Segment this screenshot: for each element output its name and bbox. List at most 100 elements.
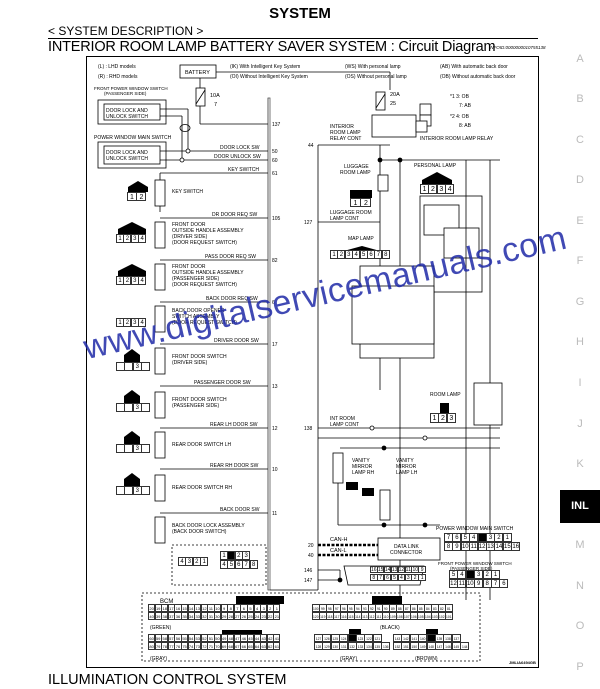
side-tab-m[interactable]: M bbox=[575, 539, 585, 551]
fds-pass-label: FRONT DOOR SWITCH(PASSENGER SIDE) bbox=[172, 397, 227, 409]
fpws-conn-label: FRONT POWER WINDOW SWITCH(PASSENGER SIDE… bbox=[438, 561, 512, 571]
side-tab-a[interactable]: A bbox=[576, 53, 584, 65]
term-147: 147 bbox=[304, 578, 313, 584]
side-tab-e[interactable]: E bbox=[576, 215, 584, 227]
sig-back-door-req: BACK DOOR REQ SW bbox=[206, 296, 258, 302]
side-tab-f[interactable]: F bbox=[576, 255, 584, 267]
side-tab-b[interactable]: B bbox=[576, 93, 584, 105]
sig-door-unlock: DOOR UNLOCK SW bbox=[214, 154, 261, 160]
term-6: 6 bbox=[272, 300, 275, 306]
connector-pin: 2 bbox=[136, 192, 147, 201]
term-61: 61 bbox=[272, 171, 278, 177]
fds-drv-conn: 3 bbox=[116, 362, 151, 371]
connector-pin: 8 bbox=[381, 250, 390, 259]
connector-pin: 4 bbox=[138, 276, 147, 285]
map-lamp-label: MAP LAMP bbox=[348, 236, 374, 242]
section-title: INTERIOR ROOM LAMP BATTERY SAVER SYSTEM … bbox=[48, 39, 496, 55]
term-20: 20 bbox=[308, 543, 314, 549]
rds-rh-conn: 3 bbox=[116, 486, 151, 495]
side-tab-inl[interactable]: INL bbox=[560, 490, 600, 523]
connector-pin bbox=[141, 362, 151, 371]
side-tab-o[interactable]: O bbox=[575, 620, 585, 632]
bcm-gray: (GRAY) bbox=[150, 656, 167, 662]
side-tab-h[interactable]: H bbox=[576, 336, 584, 348]
system-description-breadcrumb: < SYSTEM DESCRIPTION > bbox=[48, 24, 204, 38]
room-lamp-label: ROOM LAMP bbox=[430, 392, 461, 398]
term-137: 137 bbox=[272, 122, 281, 128]
side-tab-k[interactable]: K bbox=[576, 458, 584, 470]
connector-pin: 2 bbox=[360, 198, 372, 207]
connector-pin bbox=[141, 444, 151, 453]
page-header-title: SYSTEM bbox=[269, 5, 331, 22]
side-tab-j[interactable]: J bbox=[577, 418, 583, 430]
term-13: 13 bbox=[272, 384, 278, 390]
connector-pin: 1 bbox=[418, 574, 426, 581]
connector-pin: 9 bbox=[418, 566, 426, 573]
side-tab-n[interactable]: N bbox=[576, 580, 584, 592]
side-tab-i[interactable]: I bbox=[578, 377, 582, 389]
rds-lh-conn: 3 bbox=[116, 444, 151, 453]
side-tab-d[interactable]: D bbox=[576, 174, 584, 186]
term-17: 17 bbox=[272, 342, 278, 348]
term-105: 105 bbox=[272, 216, 281, 222]
term-50: 50 bbox=[272, 149, 278, 155]
fuse-25: 25 bbox=[390, 101, 396, 107]
pw-main-conn-label: POWER WINDOW MAIN SWITCH bbox=[436, 526, 514, 532]
term-138: 138 bbox=[304, 426, 313, 432]
relay-note-4: 8: AB bbox=[459, 123, 472, 129]
fds-pass-conn: 3 bbox=[116, 403, 151, 412]
side-tab-g[interactable]: G bbox=[575, 296, 585, 308]
relay-note-2: 7: AB bbox=[459, 103, 472, 109]
term-10: 10 bbox=[272, 467, 278, 473]
legend-lhd: (L) : LHD models bbox=[98, 64, 136, 70]
sig-rear-lh-door: REAR LH DOOR SW bbox=[210, 422, 258, 428]
term-82: 82 bbox=[272, 258, 278, 264]
key-switch-label: KEY SWITCH bbox=[172, 189, 203, 195]
side-tab-p[interactable]: P bbox=[576, 661, 584, 673]
sig-door-lock: DOOR LOCK SW bbox=[220, 145, 260, 151]
connector-pin: 16 bbox=[511, 542, 521, 551]
side-tab-c[interactable]: C bbox=[576, 134, 584, 146]
relay-note-3: *2 4: OB bbox=[450, 114, 470, 120]
can-h-label: CAN-H bbox=[330, 537, 347, 543]
legend-ws: (WS) With personal lamp bbox=[345, 64, 401, 70]
connector-pin: 1 bbox=[350, 198, 361, 207]
legend-ik: (IK) With Intelligent Key System bbox=[230, 64, 300, 70]
legend-rhd: (R) : RHD models bbox=[98, 74, 138, 80]
can-l-label: CAN-L bbox=[330, 548, 347, 554]
term-60: 60 bbox=[272, 158, 278, 164]
connector-pin bbox=[141, 486, 151, 495]
fuse-7: 7 bbox=[214, 102, 217, 108]
figure-id: JMLIA6494GB bbox=[509, 660, 536, 665]
connector-pin: 1 bbox=[491, 570, 501, 579]
header-divider bbox=[48, 38, 538, 39]
